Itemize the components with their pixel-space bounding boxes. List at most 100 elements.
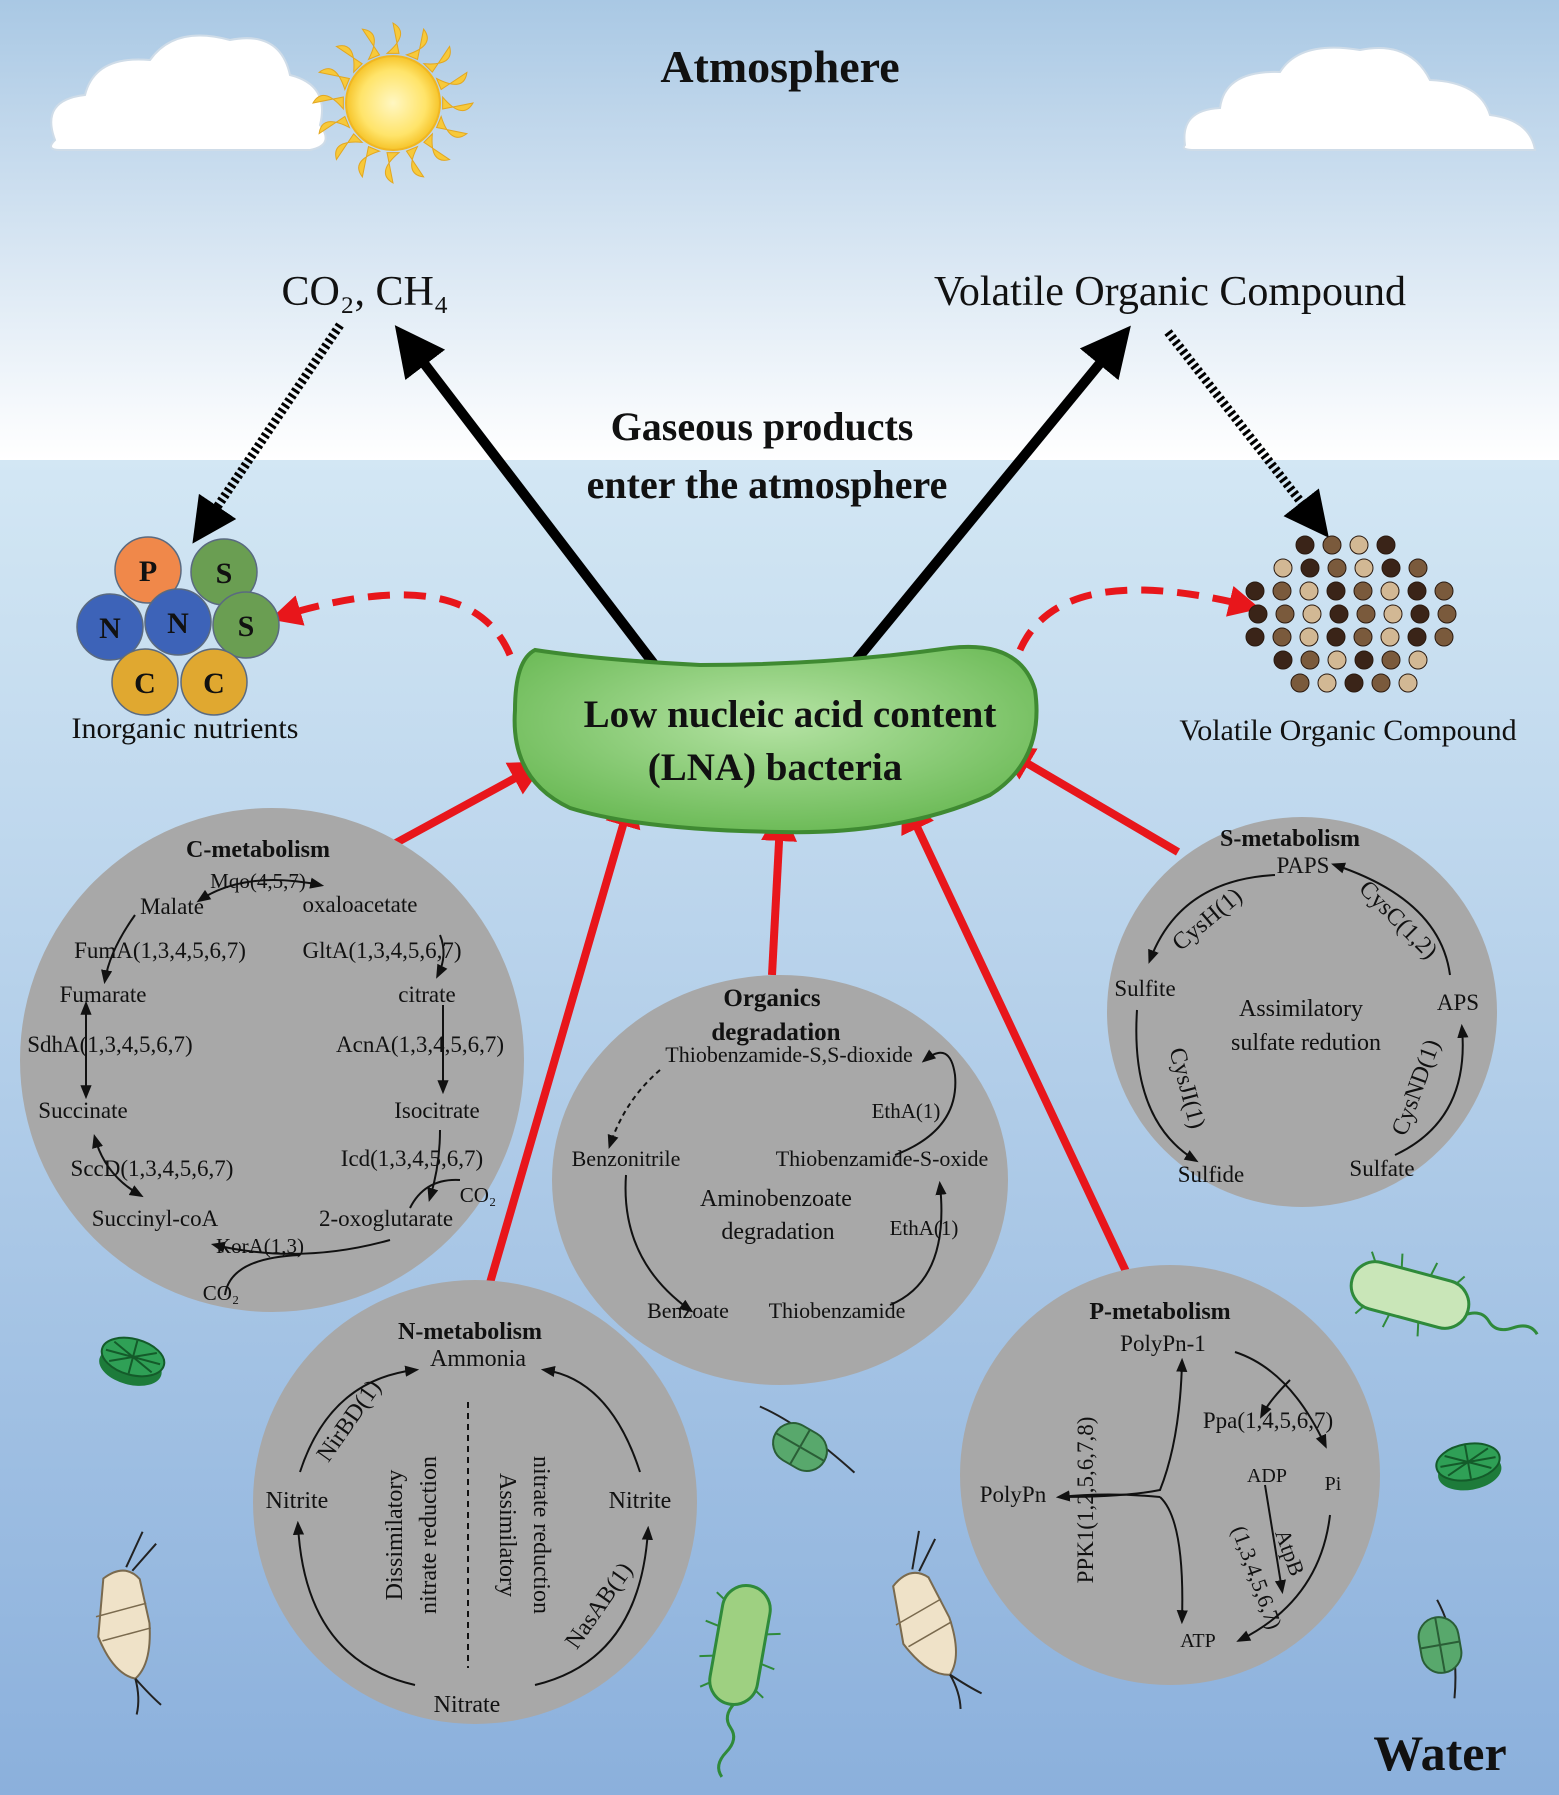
voc-particle xyxy=(1434,627,1454,647)
nutrient-symbol: C xyxy=(134,667,156,700)
voc-particle xyxy=(1380,581,1400,601)
co2-kor-label: CO₂ xyxy=(203,1281,240,1305)
voc-particle xyxy=(1353,627,1373,647)
sulfate-node: Sulfate xyxy=(1349,1156,1414,1181)
sccd-enzyme: SccD(1,3,4,5,6,7) xyxy=(71,1156,234,1181)
arrow-bacteria-to-co2 xyxy=(394,325,674,689)
nutrient-ball xyxy=(144,588,212,656)
voc-particle xyxy=(1408,558,1428,578)
voc-particle xyxy=(1327,650,1347,670)
adp-node: ADP xyxy=(1247,1465,1287,1487)
dissim-line1: Dissimilatory xyxy=(382,1470,408,1601)
voc-particle xyxy=(1302,604,1322,624)
organics-title-line1: Organics xyxy=(723,985,820,1012)
voc-particle xyxy=(1273,558,1293,578)
gaseous-line2: enter the atmosphere xyxy=(587,462,948,507)
nutrient-symbol: C xyxy=(203,667,225,700)
voc-particle xyxy=(1380,627,1400,647)
voc-particle xyxy=(1437,604,1457,624)
voc-particle xyxy=(1248,604,1268,624)
c-metabolism-title: C-metabolism xyxy=(186,837,330,863)
voc-particle xyxy=(1273,650,1293,670)
voc-particle xyxy=(1326,581,1346,601)
cloud-left xyxy=(50,34,327,151)
nutrient-ball xyxy=(111,648,179,716)
ppa-enzyme: Ppa(1,4,5,6,7) xyxy=(1203,1408,1333,1433)
isocitrate-node: Isocitrate xyxy=(394,1098,480,1123)
cloud-right xyxy=(1182,46,1537,151)
voc-particle xyxy=(1299,581,1319,601)
ppk1-enzyme: PPK1(1,2,5,6,7,8) xyxy=(1073,1417,1098,1584)
voc-particle-cluster xyxy=(1245,535,1457,693)
arrow-n-to-bacteria xyxy=(481,790,641,1302)
nitrite-left-node: Nitrite xyxy=(266,1488,329,1514)
nutrient-symbol: P xyxy=(139,555,157,588)
inorganic-nutrients-label: Inorganic nutrients xyxy=(72,712,299,745)
lna-bacteria-cell: Low nucleic acid content (LNA) bacteria xyxy=(512,645,1039,835)
voc-particle xyxy=(1410,604,1430,624)
n-metabolism-title: N-metabolism xyxy=(398,1319,542,1345)
thiobenzamide-node: Thiobenzamide xyxy=(769,1298,906,1323)
voc-particle xyxy=(1272,627,1292,647)
arrow-p-to-bacteria xyxy=(901,795,1134,1282)
succinyl-coa-node: Succinyl-coA xyxy=(92,1206,219,1231)
sulfide-node: Sulfide xyxy=(1178,1162,1244,1187)
fumarate-node: Fumarate xyxy=(60,982,147,1007)
malate-node: Malate xyxy=(140,894,204,919)
voc-particle xyxy=(1353,581,1373,601)
organics-title-line2: degradation xyxy=(711,1019,840,1046)
citrate-node: citrate xyxy=(398,982,455,1007)
voc-particle xyxy=(1407,581,1427,601)
nutrient-ball xyxy=(212,591,280,659)
aminobenzoate-line1: Aminobenzoate xyxy=(700,1186,852,1212)
voc-particle xyxy=(1275,604,1295,624)
dotted-arrow-voc-to-cluster xyxy=(1164,329,1329,538)
benzonitrile-node: Benzonitrile xyxy=(572,1146,681,1171)
voc-particle xyxy=(1329,604,1349,624)
voc-particle xyxy=(1326,627,1346,647)
nutrient-symbol: S xyxy=(216,557,233,590)
water-label: Water xyxy=(1373,1725,1506,1781)
nutrient-ball xyxy=(114,536,182,604)
arrow-c-to-bacteria xyxy=(381,761,546,854)
nutrient-symbol: S xyxy=(238,610,255,643)
voc-particle xyxy=(1381,650,1401,670)
icd-enzyme: Icd(1,3,4,5,6,7) xyxy=(341,1146,483,1171)
etha-bottom-enzyme: EthA(1) xyxy=(890,1216,959,1240)
fuma-enzyme: FumA(1,3,4,5,6,7) xyxy=(74,938,246,963)
polypn1-node: PolyPn-1 xyxy=(1120,1331,1206,1356)
voc-particle xyxy=(1322,535,1342,555)
voc-particle xyxy=(1327,558,1347,578)
arrow-organics-to-bacteria xyxy=(761,805,798,976)
copepod-icon xyxy=(95,1531,162,1715)
glta-enzyme: GltA(1,3,4,5,6,7) xyxy=(302,938,461,963)
sun-icon xyxy=(312,22,474,184)
etha-top-enzyme: EthA(1) xyxy=(872,1099,941,1123)
s-metabolism-circle: S-metabolism PAPS CysH(1) CysC(1,2) Sulf… xyxy=(1107,817,1497,1207)
oxoglutarate-node: 2-oxoglutarate xyxy=(319,1206,453,1231)
nutrient-symbol: N xyxy=(99,612,121,645)
s-metabolism-title: S-metabolism xyxy=(1220,826,1360,852)
voc-particle xyxy=(1376,535,1396,555)
copepod-icon xyxy=(892,1530,983,1709)
assim-line2: nitrate reduction xyxy=(528,1456,554,1614)
aminobenzoate-line2: degradation xyxy=(721,1219,834,1245)
voc-particle xyxy=(1299,627,1319,647)
organics-degradation-circle: Organics degradation Thiobenzamide-S,S-d… xyxy=(552,975,1008,1385)
voc-particle xyxy=(1245,627,1265,647)
voc-particle xyxy=(1300,650,1320,670)
n-metabolism-circle: N-metabolism Ammonia NirBD(1) Nitrite Ni… xyxy=(253,1280,697,1724)
voc-particle xyxy=(1434,581,1454,601)
voc-particle xyxy=(1398,673,1418,693)
oxaloacetate-node: oxaloacetate xyxy=(303,892,418,917)
polypn-node: PolyPn xyxy=(980,1482,1047,1507)
nutrient-ball xyxy=(76,593,144,661)
atp-node: ATP xyxy=(1180,1630,1216,1652)
dinoflagellate-icon xyxy=(759,1405,856,1474)
p-metabolism-title: P-metabolism xyxy=(1089,1299,1230,1325)
kora-enzyme: KorA(1,3) xyxy=(216,1234,304,1258)
co2-icd-label: CO₂ xyxy=(460,1183,497,1207)
